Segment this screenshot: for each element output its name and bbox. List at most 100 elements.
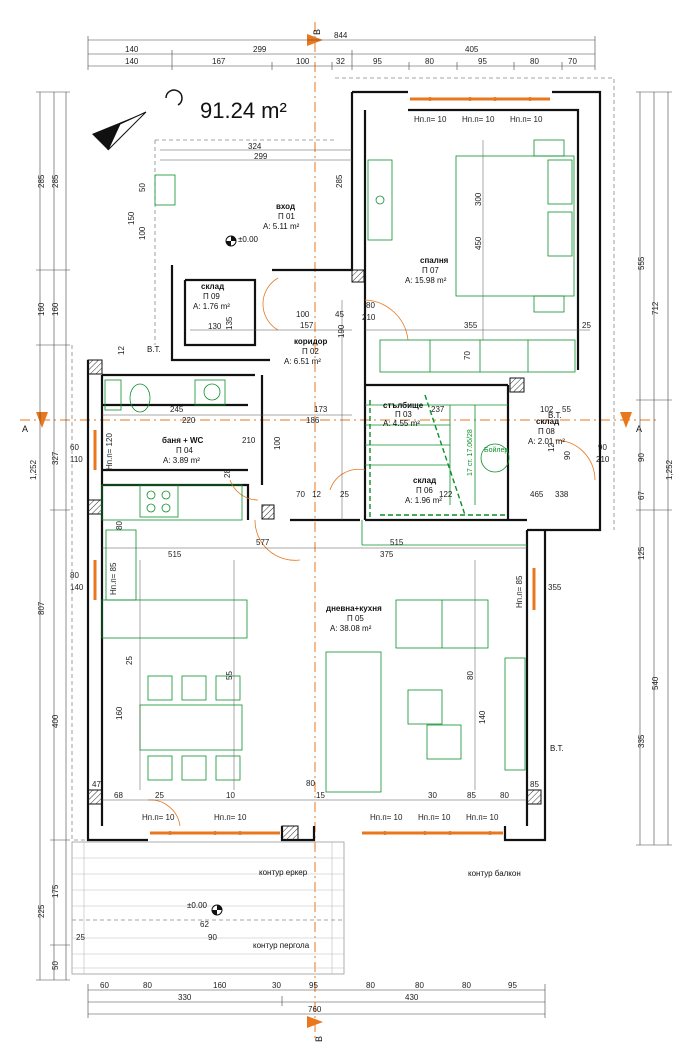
svg-text:140: 140 <box>125 45 139 54</box>
svg-text:90: 90 <box>563 451 572 460</box>
elevation-mark-icon <box>211 904 223 916</box>
section-marker-a-left: A <box>20 412 660 434</box>
room-label-entry: вход П 01 A: 5.11 m² <box>263 202 300 231</box>
door-swings <box>147 277 596 827</box>
entry-elevation-icon <box>225 235 237 247</box>
svg-text:150: 150 <box>127 211 136 225</box>
svg-text:склад: склад <box>201 282 224 291</box>
svg-text:A: 1.96 m²: A: 1.96 m² <box>405 496 442 505</box>
window-sill-11: Нп.п= 120 <box>105 433 114 470</box>
svg-text:30: 30 <box>272 981 281 990</box>
room-label-storage-06: склад П 06 A: 1.96 m² <box>405 476 442 505</box>
svg-text:160: 160 <box>51 302 60 316</box>
room-label-storage-09: склад П 09 A: 1.76 m² <box>193 282 230 311</box>
svg-text:25: 25 <box>76 933 85 942</box>
svg-text:140: 140 <box>125 57 139 66</box>
svg-text:300: 300 <box>474 192 483 206</box>
svg-text:405: 405 <box>465 45 479 54</box>
svg-text:П 05: П 05 <box>347 614 364 623</box>
svg-text:355: 355 <box>464 321 478 330</box>
svg-text:12: 12 <box>547 443 556 452</box>
svg-text:375: 375 <box>380 550 394 559</box>
vt-mark-3: В.Т. <box>550 744 564 753</box>
svg-text:67: 67 <box>637 491 646 500</box>
svg-text:80: 80 <box>115 521 124 530</box>
section-marker-a-right: A <box>620 412 642 434</box>
svg-text:80: 80 <box>500 791 509 800</box>
svg-text:555: 555 <box>637 256 646 270</box>
window-sill-8: Нп.п= 10 <box>466 813 499 822</box>
svg-text:1,252: 1,252 <box>665 459 674 480</box>
window-sill-1: Нп.п= 10 <box>414 115 447 124</box>
svg-text:167: 167 <box>212 57 226 66</box>
svg-text:712: 712 <box>651 301 660 315</box>
room-label-living-kitchen: дневна+кухня П 05 A: 38.08 m² <box>326 604 382 633</box>
svg-text:450: 450 <box>474 236 483 250</box>
svg-text:дневна+кухня: дневна+кухня <box>326 604 382 613</box>
room-label-bedroom: спалня П 07 A: 15.98 m² <box>405 256 449 285</box>
dimension-lines-top <box>87 36 596 70</box>
floor-area-title: 91.24 m² <box>200 98 287 123</box>
svg-text:95: 95 <box>309 981 318 990</box>
svg-text:80: 80 <box>530 57 539 66</box>
svg-text:62: 62 <box>200 920 209 929</box>
pergola-area <box>71 841 345 975</box>
svg-text:32: 32 <box>336 57 345 66</box>
room-label-corridor: коридор П 02 A: 6.51 m² <box>284 337 328 366</box>
svg-text:A: 6.51 m²: A: 6.51 m² <box>284 357 321 366</box>
stair-flight-dashes <box>369 394 505 520</box>
svg-text:355: 355 <box>548 583 562 592</box>
svg-text:80: 80 <box>70 571 79 580</box>
svg-text:515: 515 <box>168 550 182 559</box>
svg-text:A: 15.98 m²: A: 15.98 m² <box>405 276 447 285</box>
svg-text:25: 25 <box>125 656 134 665</box>
svg-text:515: 515 <box>390 538 404 547</box>
svg-text:80: 80 <box>415 981 424 990</box>
window-sill-6: Нп.п= 10 <box>370 813 403 822</box>
svg-text:80: 80 <box>143 981 152 990</box>
vt-mark-1: В.Т. <box>147 345 161 354</box>
svg-text:баня + WC: баня + WC <box>162 436 204 445</box>
window-sill-9: Нп.п= 85 <box>109 562 118 595</box>
svg-text:338: 338 <box>555 490 569 499</box>
entry-elevation: ±0.00 <box>238 235 259 244</box>
room-label-bathroom: баня + WC П 04 A: 3.89 m² <box>162 436 204 465</box>
pergola-outline-label: контур пергола <box>253 941 310 950</box>
svg-text:210: 210 <box>362 313 376 322</box>
svg-text:П 01: П 01 <box>278 212 295 221</box>
svg-text:1,252: 1,252 <box>29 459 38 480</box>
svg-text:245: 245 <box>170 405 184 414</box>
window-sill-3: Нп.п= 10 <box>510 115 543 124</box>
svg-text:95: 95 <box>508 981 517 990</box>
svg-text:210: 210 <box>596 455 610 464</box>
svg-text:П 08: П 08 <box>538 427 555 436</box>
svg-text:B: B <box>314 1036 324 1042</box>
svg-text:A: 38.08 m²: A: 38.08 m² <box>330 624 372 633</box>
svg-text:90: 90 <box>598 443 607 452</box>
window-sill-7: Нп.п= 10 <box>418 813 451 822</box>
north-arrow-icon <box>92 89 183 151</box>
svg-text:225: 225 <box>37 904 46 918</box>
bay-outline-label: контур еркер <box>259 868 308 877</box>
svg-text:285: 285 <box>51 174 60 188</box>
svg-text:25: 25 <box>582 321 591 330</box>
terrace-elevation: ±0.00 <box>187 901 208 910</box>
window-sill-5: Нп.п= 10 <box>214 813 247 822</box>
svg-text:173: 173 <box>314 405 328 414</box>
svg-text:30: 30 <box>428 791 437 800</box>
svg-text:122: 122 <box>439 490 453 499</box>
room-label-storage-08: склад П 08 A: 2.01 m² <box>528 417 565 446</box>
svg-text:A: 5.11 m²: A: 5.11 m² <box>263 222 300 231</box>
svg-text:стълбище: стълбище <box>383 401 424 410</box>
svg-text:175: 175 <box>51 884 60 898</box>
svg-text:A: 1.76 m²: A: 1.76 m² <box>193 302 230 311</box>
window-sill-2: Нп.п= 10 <box>462 115 495 124</box>
svg-text:190: 190 <box>337 324 346 338</box>
svg-text:A: 2.01 m²: A: 2.01 m² <box>528 437 565 446</box>
svg-text:50: 50 <box>51 961 60 970</box>
svg-text:135: 135 <box>225 316 234 330</box>
svg-text:80: 80 <box>462 981 471 990</box>
svg-text:324: 324 <box>248 142 262 151</box>
boiler-label: Бойлер <box>484 446 508 454</box>
svg-text:140: 140 <box>478 710 487 724</box>
